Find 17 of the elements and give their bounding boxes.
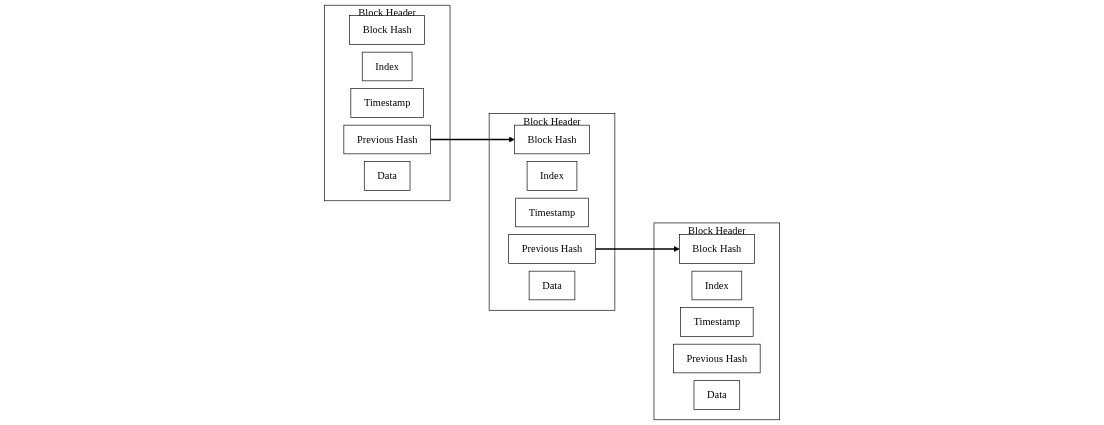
node-box: Timestamp: [350, 88, 424, 118]
node-box: Block Hash: [349, 15, 425, 45]
arrow: [594, 246, 680, 252]
node-box: Index: [526, 161, 578, 191]
node-box: Previous Hash: [343, 124, 431, 155]
node-box: Data: [363, 161, 411, 191]
arrow: [429, 136, 515, 143]
node-box: Timestamp: [515, 197, 589, 228]
node-box: Index: [691, 270, 743, 301]
node-box: Index: [361, 51, 413, 82]
node-box: Data: [693, 380, 741, 410]
node-box: Block Hash: [679, 234, 755, 264]
node-box: Previous Hash: [508, 234, 596, 264]
node-box: Timestamp: [680, 307, 754, 337]
node-box: Block Hash: [514, 124, 590, 155]
node-box: Previous Hash: [673, 343, 761, 374]
node-box: Data: [528, 270, 576, 301]
